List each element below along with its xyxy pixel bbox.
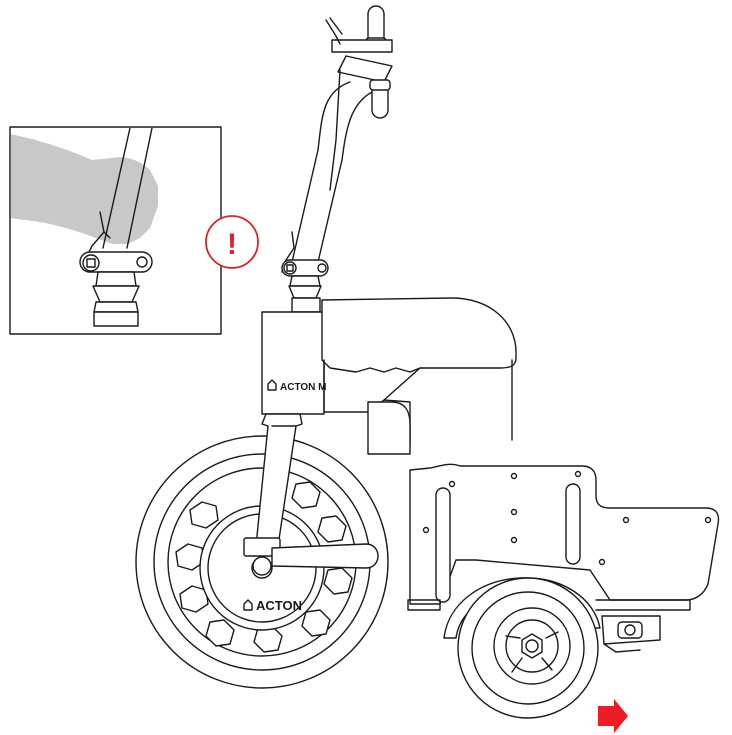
tread-hexagons	[175, 481, 353, 653]
rear-wheel	[443, 577, 601, 719]
rear-bracket	[601, 615, 661, 653]
arrow-right-icon	[598, 699, 628, 733]
front-fork	[243, 413, 379, 576]
hub-logo: ACTON	[243, 598, 302, 613]
warning-icon: !	[205, 215, 259, 269]
handlebar	[325, 5, 393, 119]
frame-logo: ACTON M	[267, 379, 326, 393]
svg-text:!: !	[227, 228, 237, 261]
hub-brand-label: ACTON	[256, 598, 302, 613]
detail-inset	[9, 126, 222, 335]
stem	[281, 69, 373, 313]
main-body: ACTON M	[261, 297, 720, 611]
frame-brand-label: ACTON M	[280, 382, 326, 393]
hand-silhouette	[11, 134, 158, 244]
